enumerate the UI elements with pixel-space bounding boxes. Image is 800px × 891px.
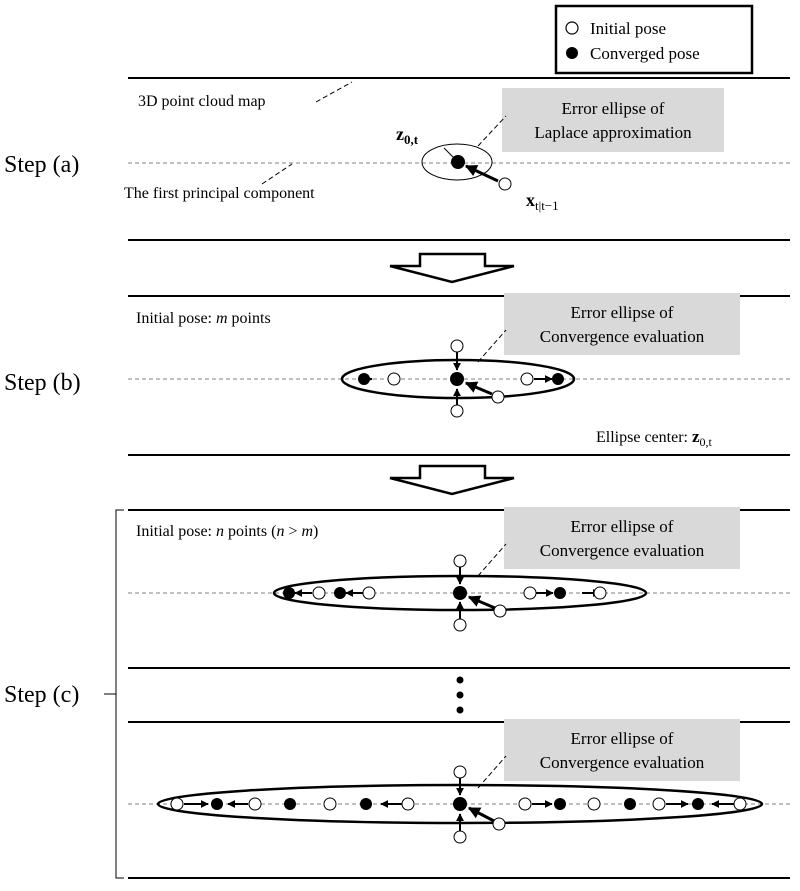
- initial-pose-marker: [323, 797, 337, 811]
- initial-pose-count-label: Initial pose: m points: [136, 310, 271, 327]
- step-c-bracket: [115, 509, 124, 879]
- initial-pose-marker: [362, 586, 376, 600]
- box-leader-line: [477, 329, 507, 363]
- step-c-panel: Step (c) Initial pose: n points (n > m) …: [4, 507, 790, 879]
- converged-pose-marker: [692, 798, 704, 810]
- initial-pose-marker: [652, 797, 666, 811]
- step-b-panel: Step (b) Initial pose: m points Error el…: [4, 293, 790, 456]
- converged-pose-marker: [554, 798, 566, 810]
- convergence-arrow: [464, 381, 493, 396]
- convergence-arrow: [467, 595, 496, 610]
- converged-pose-marker: [453, 586, 467, 600]
- initial-pose-marker: [453, 830, 467, 844]
- converged-pose-marker: [360, 798, 372, 810]
- principal-component-label: The first principal component: [124, 185, 315, 202]
- converged-pose-marker: [552, 373, 564, 385]
- converged-pose-marker: [453, 797, 467, 811]
- convergence-ellipse-box: [504, 719, 740, 781]
- converged-pose-marker: [451, 155, 465, 169]
- z-pointer: [443, 147, 454, 158]
- convergence-box-line2: Convergence evaluation: [540, 753, 705, 772]
- box-leader-line: [477, 543, 507, 577]
- initial-pose-marker: [453, 765, 467, 779]
- initial-pose-marker: [733, 797, 747, 811]
- convergence-ellipse-box: [504, 507, 740, 569]
- converged-pose-marker: [450, 372, 464, 386]
- box-leader-line: [477, 755, 507, 789]
- ellipsis-dot: [456, 691, 464, 699]
- initial-pose-marker: [498, 177, 512, 191]
- initial-pose-marker: [453, 618, 467, 632]
- initial-pose-marker: [248, 797, 262, 811]
- convergence-box-line1: Error ellipse of: [571, 303, 674, 322]
- initial-pose-marker: [520, 372, 534, 386]
- step-a-panel: Step (a) 3D point cloud map The first pr…: [4, 77, 790, 241]
- initial-pose-marker: [450, 404, 464, 418]
- laplace-ellipse-box: [502, 88, 724, 152]
- initial-pose-marker: [453, 554, 467, 568]
- transition-arrow-icon: [389, 252, 515, 284]
- convergence-box-line1: Error ellipse of: [571, 729, 674, 748]
- step-b-label: Step (b): [4, 370, 81, 396]
- legend-box: [554, 4, 754, 75]
- initial-pose-count-label: Initial pose: n points (n > m): [136, 523, 318, 540]
- legend-converged-label: Converged pose: [590, 44, 700, 63]
- initial-pose-marker: [518, 797, 532, 811]
- step-c-label: Step (c): [4, 682, 79, 708]
- converged-pose-marker: [358, 373, 370, 385]
- initial-pose-marker: [312, 586, 326, 600]
- initial-pose-marker: [492, 817, 506, 831]
- converged-pose-marker: [211, 798, 223, 810]
- initial-pose-legend-icon: [565, 21, 579, 35]
- initial-pose-marker: [593, 586, 607, 600]
- convergence-ellipse-box: [504, 293, 740, 355]
- ellipse-center-label: Ellipse center: z0,t: [596, 427, 713, 449]
- initial-pose-marker: [493, 604, 507, 618]
- box-leader-line: [477, 115, 507, 147]
- ellipsis-dot: [456, 706, 464, 714]
- initial-pose-marker: [387, 372, 401, 386]
- initial-pose-marker: [523, 586, 537, 600]
- transition-arrow-icon: [389, 464, 515, 496]
- initial-pose-marker: [587, 797, 601, 811]
- legend-initial-label: Initial pose: [590, 19, 666, 38]
- pc-leader-line: [261, 163, 293, 185]
- convergence-box-line1: Error ellipse of: [571, 517, 674, 536]
- converged-pose-marker: [283, 587, 295, 599]
- x-label: xt|t−1: [526, 190, 559, 213]
- initial-pose-marker: [450, 339, 464, 353]
- map-label: 3D point cloud map: [138, 93, 266, 110]
- initial-pose-marker: [491, 390, 505, 404]
- converged-pose-marker: [624, 798, 636, 810]
- converged-pose-marker: [554, 587, 566, 599]
- laplace-box-line2: Laplace approximation: [534, 123, 692, 142]
- legend: Initial pose Converged pose: [554, 4, 754, 75]
- initial-pose-marker: [170, 797, 184, 811]
- step-a-label: Step (a): [4, 152, 79, 178]
- convergence-arrow: [464, 164, 499, 183]
- ellipsis-dot: [456, 676, 464, 684]
- converged-pose-legend-icon: [566, 47, 578, 59]
- laplace-error-ellipse: [421, 143, 493, 181]
- laplace-box-line1: Error ellipse of: [562, 99, 665, 118]
- initial-pose-marker: [401, 797, 415, 811]
- convergence-box-line2: Convergence evaluation: [540, 327, 705, 346]
- converged-pose-marker: [284, 798, 296, 810]
- map-leader-line: [315, 81, 353, 103]
- z-label: z0,t: [396, 124, 419, 147]
- converged-pose-marker: [334, 587, 346, 599]
- convergence-box-line2: Convergence evaluation: [540, 541, 705, 560]
- convergence-arrow: [467, 806, 495, 823]
